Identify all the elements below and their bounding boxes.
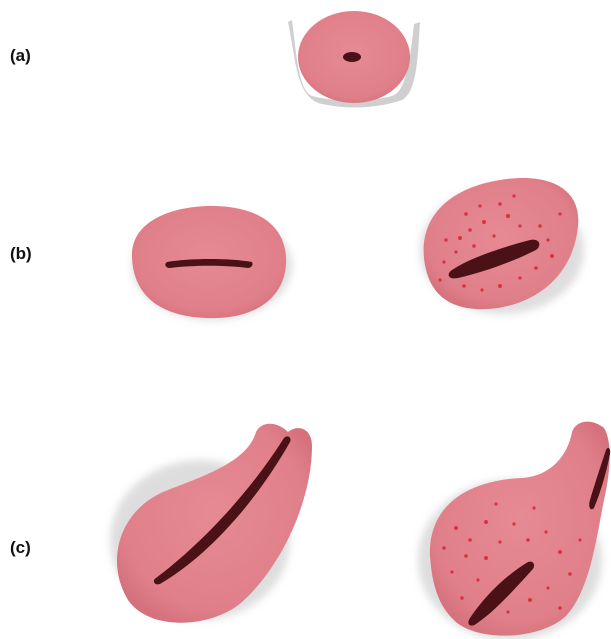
figure-b-left — [132, 206, 292, 320]
figure-b-right — [420, 178, 584, 314]
figure-c-right — [418, 422, 610, 639]
os-a — [343, 52, 361, 62]
figure-a-cervix — [288, 11, 420, 107]
figure-c-left — [110, 424, 312, 623]
